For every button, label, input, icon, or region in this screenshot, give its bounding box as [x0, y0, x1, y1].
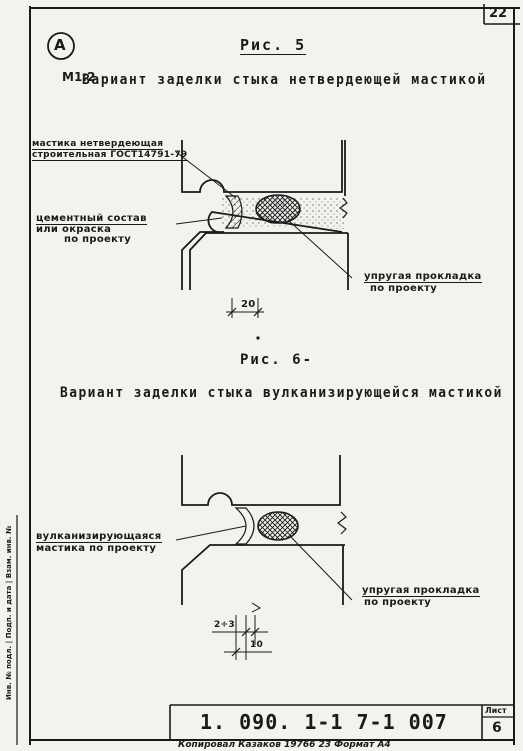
detail-marker-circle — [47, 32, 75, 60]
fig5-label-cement-line2: или окраска — [36, 224, 112, 235]
side-strip-text: Инв. № подл. | Подп. и дата | Взам. инв.… — [5, 525, 13, 700]
fig5-title: Вариант заделки стыка нетвердеющей масти… — [82, 72, 487, 88]
fig5-joint-drawing — [175, 140, 353, 318]
fig5-label-gasket-line1: упругая прокладка — [364, 271, 482, 283]
fig6-dimension-large: 10 — [250, 640, 264, 650]
fig5-dimension-20: 20 — [241, 299, 256, 310]
left-side-strip: Инв. № подл. | Подп. и дата | Взам. инв.… — [3, 520, 17, 710]
list-label: Лист — [485, 706, 507, 715]
fig5-gasket — [255, 194, 301, 224]
list-number: 6 — [492, 720, 502, 736]
sheet-number: 22 — [489, 6, 508, 21]
fig5-label-cement-line1: цементный состав — [36, 213, 147, 225]
sheet-frame — [16, 4, 520, 745]
fig6-label-mastic-line2: мастика по проекту — [36, 543, 157, 554]
footer-copy-note: Копировал Казаков 19766 23 Формат А4 — [178, 740, 391, 750]
fig5-label-gasket-line2: по проекту — [370, 283, 438, 294]
fig6-label-gasket-line1: упругая прокладка — [362, 585, 480, 597]
fig6-gasket — [257, 511, 299, 541]
fig6-title: Вариант заделки стыка вулканизирующейся … — [60, 385, 503, 401]
fig6-dimension-small: 2÷3 — [214, 620, 235, 630]
fig5-caption: Рис. 5 — [240, 36, 307, 55]
fig6-label-mastic-line1: вулканизирующаяся — [36, 531, 162, 543]
document-code: 1. 090. 1-1 7-1 007 — [200, 710, 448, 734]
fig5-label-cement-line3: по проекту — [64, 234, 132, 245]
scale-label: М1:2 — [62, 70, 96, 84]
fig5-label-mastic-line1: мастика нетвердеющая — [32, 139, 164, 150]
fig6-caption: Рис. 6- — [240, 352, 314, 368]
detail-marker-letter: A — [54, 36, 66, 54]
fig6-label-gasket-line2: по проекту — [364, 597, 432, 608]
fig6-joint-drawing — [175, 455, 353, 660]
fig5-label-mastic-line2: строительная ГОСТ14791-79 — [32, 150, 188, 161]
